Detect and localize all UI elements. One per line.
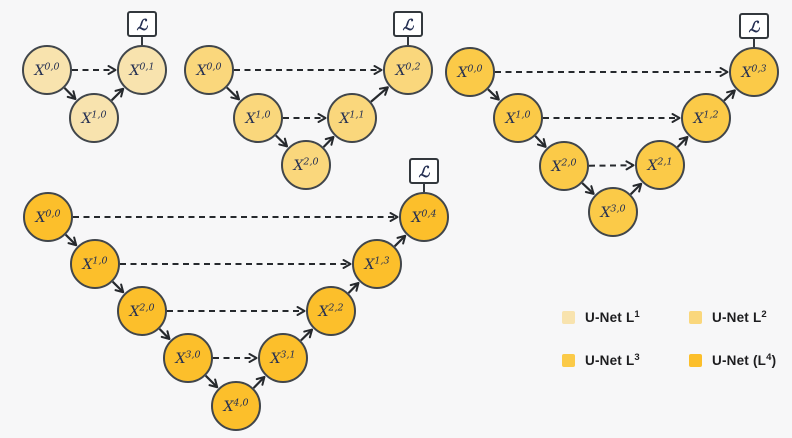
node-unet-l4-x0-4: X0,4 (399, 192, 449, 242)
diagram-unet-l1: ℒ X0,0 X0,1X1,0 (22, 11, 167, 143)
loss-unet-l4: ℒ (409, 158, 439, 193)
node-circle (117, 45, 167, 95)
loss-symbol: ℒ (403, 16, 415, 34)
legend-label-l4: U-Net (L4) (712, 352, 777, 368)
node-unet-l4-x2-0: X2,0 (117, 286, 167, 336)
edge-solid-x31-x22 (300, 328, 314, 342)
edge-solid-x30-x40 (204, 374, 219, 389)
edge-solid-x10-x20 (111, 280, 125, 294)
edge-solid-x00-x10 (226, 86, 241, 101)
node-unet-l3-x1-2: X1,2 (681, 93, 731, 143)
edge-solid-x21-x12 (676, 135, 689, 148)
legend-label-l1: U-Net L1 (585, 309, 640, 325)
node-circle (23, 192, 73, 242)
legend-swatch-l4 (689, 353, 702, 367)
legend-item-unet-l4: U-Net (L4) (689, 352, 776, 368)
loss-box (739, 13, 769, 39)
node-unet-l3-x2-0: X2,0 (539, 141, 589, 191)
legend-swatch-l2 (689, 310, 702, 324)
legend-swatch-l1 (562, 310, 575, 324)
loss-box (127, 11, 157, 37)
loss-symbol: ℒ (137, 16, 149, 34)
loss-symbol: ℒ (749, 18, 761, 36)
edge-solid-x13-x04 (393, 234, 407, 248)
loss-box (393, 11, 423, 37)
node-circle (539, 141, 589, 191)
loss-unet-l1: ℒ (127, 11, 157, 46)
node-circle (184, 45, 234, 95)
edge-solid-x40-x31 (252, 375, 266, 389)
loss-unet-l3: ℒ (739, 13, 769, 48)
edge-solid-x10-x01 (110, 87, 125, 102)
edge-solid-x00-x10 (63, 87, 77, 101)
node-unet-l4-x3-1: X3,1 (258, 333, 308, 383)
legend-label-l3: U-Net L3 (585, 352, 640, 368)
legend-item-unet-l3: U-Net L3 (562, 352, 640, 368)
node-unet-l1-x0-1: X0,1 (117, 45, 167, 95)
node-unet-l3-x2-1: X2,1 (635, 140, 685, 190)
edge-solid-x10-x20 (534, 135, 547, 148)
node-unet-l4-x1-0: X1,0 (70, 239, 120, 289)
node-circle (22, 45, 72, 95)
node-unet-l3-x3-0: X3,0 (588, 187, 638, 237)
legend-item-unet-l1: U-Net L1 (562, 309, 640, 325)
node-circle (352, 239, 402, 289)
node-circle (588, 187, 638, 237)
node-unet-l4-x3-0: X3,0 (163, 333, 213, 383)
node-circle (383, 45, 433, 95)
node-circle (258, 333, 308, 383)
edge-solid-x20-x30 (158, 328, 171, 341)
edge-solid-x22-x13 (347, 281, 360, 294)
node-unet-l2-x1-1: X1,1 (327, 93, 377, 143)
node-unet-l1-x0-0: X0,0 (22, 45, 72, 95)
loss-unet-l2: ℒ (393, 11, 423, 46)
node-circle (635, 140, 685, 190)
edge-solid-x20-x11 (322, 135, 335, 148)
node-unet-l4-x0-0: X0,0 (23, 192, 73, 242)
node-circle (493, 93, 543, 143)
edge-solid-x30-x21 (629, 182, 643, 196)
legend-swatch-l3 (562, 353, 575, 367)
node-unet-l3-x0-3: X0,3 (729, 47, 779, 97)
node-circle (729, 47, 779, 97)
node-unet-l4-x2-2: X2,2 (306, 286, 356, 336)
edge-solid-x10-x20 (275, 134, 289, 148)
edge-solid-x11-x02 (370, 86, 389, 103)
edge-solid-x00-x10 (487, 88, 500, 101)
node-unet-l2-x0-2: X0,2 (383, 45, 433, 95)
node-circle (233, 93, 283, 143)
node-circle (306, 286, 356, 336)
node-circle (69, 93, 119, 143)
diagram-unet-l3: ℒ X0,0X1,0X2,0X3,0X2,1X1,2X0,3 (445, 13, 779, 237)
node-circle (70, 239, 120, 289)
node-circle (163, 333, 213, 383)
node-unet-l4-x4-0: X4,0 (211, 381, 261, 431)
diagram-unet-l4: ℒ X0,0X1,0X2,0X3,0X4,0X3,1X2,2X1,3X0,4 (23, 158, 449, 431)
legend-item-unet-l2: U-Net L2 (689, 309, 767, 325)
node-circle (327, 93, 377, 143)
node-circle (445, 47, 495, 97)
node-unet-l4-x1-3: X1,3 (352, 239, 402, 289)
node-circle (681, 93, 731, 143)
edge-solid-x20-x30 (581, 182, 595, 195)
legend-label-l2: U-Net L2 (712, 309, 767, 325)
node-circle (399, 192, 449, 242)
node-unet-l2-x0-0: X0,0 (184, 45, 234, 95)
edge-solid-x00-x10 (64, 233, 78, 247)
loss-box (409, 158, 439, 184)
node-unet-l2-x2-0: X2,0 (281, 140, 331, 190)
node-circle (211, 381, 261, 431)
loss-symbol: ℒ (419, 163, 431, 181)
node-unet-l3-x0-0: X0,0 (445, 47, 495, 97)
edge-solid-x12-x03 (723, 89, 736, 102)
node-unet-l2-x1-0: X1,0 (233, 93, 283, 143)
diagram-unet-l2: ℒ X0,0X1,0X2,0X1,1X0,2 (184, 11, 433, 190)
node-unet-l3-x1-0: X1,0 (493, 93, 543, 143)
node-circle (117, 286, 167, 336)
node-unet-l1-x1-0: X1,0 (69, 93, 119, 143)
node-circle (281, 140, 331, 190)
